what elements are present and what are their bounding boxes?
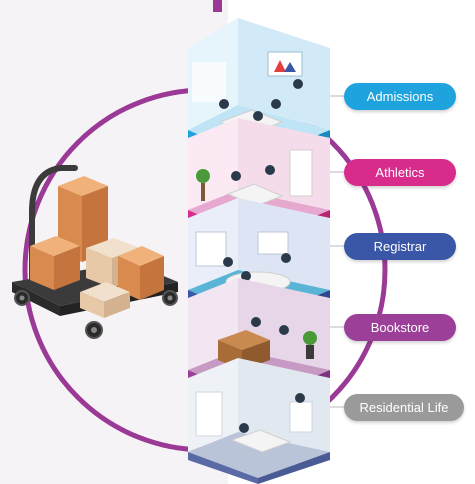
department-bookstore-label[interactable]: Bookstore	[344, 314, 456, 341]
department-admissions-label[interactable]: Admissions	[344, 83, 456, 110]
floor-admissions	[188, 18, 330, 168]
connector-lines	[330, 95, 344, 408]
floor-bookstore	[188, 278, 330, 408]
top-tab-marker	[213, 0, 222, 12]
hand-cart-illustration	[12, 165, 178, 339]
department-athletics-label[interactable]: Athletics	[344, 159, 456, 186]
floor-residential-life	[188, 358, 330, 484]
department-registrar-label[interactable]: Registrar	[344, 233, 456, 260]
department-residential-life-label[interactable]: Residential Life	[344, 394, 464, 421]
office-building-illustration	[188, 18, 330, 484]
